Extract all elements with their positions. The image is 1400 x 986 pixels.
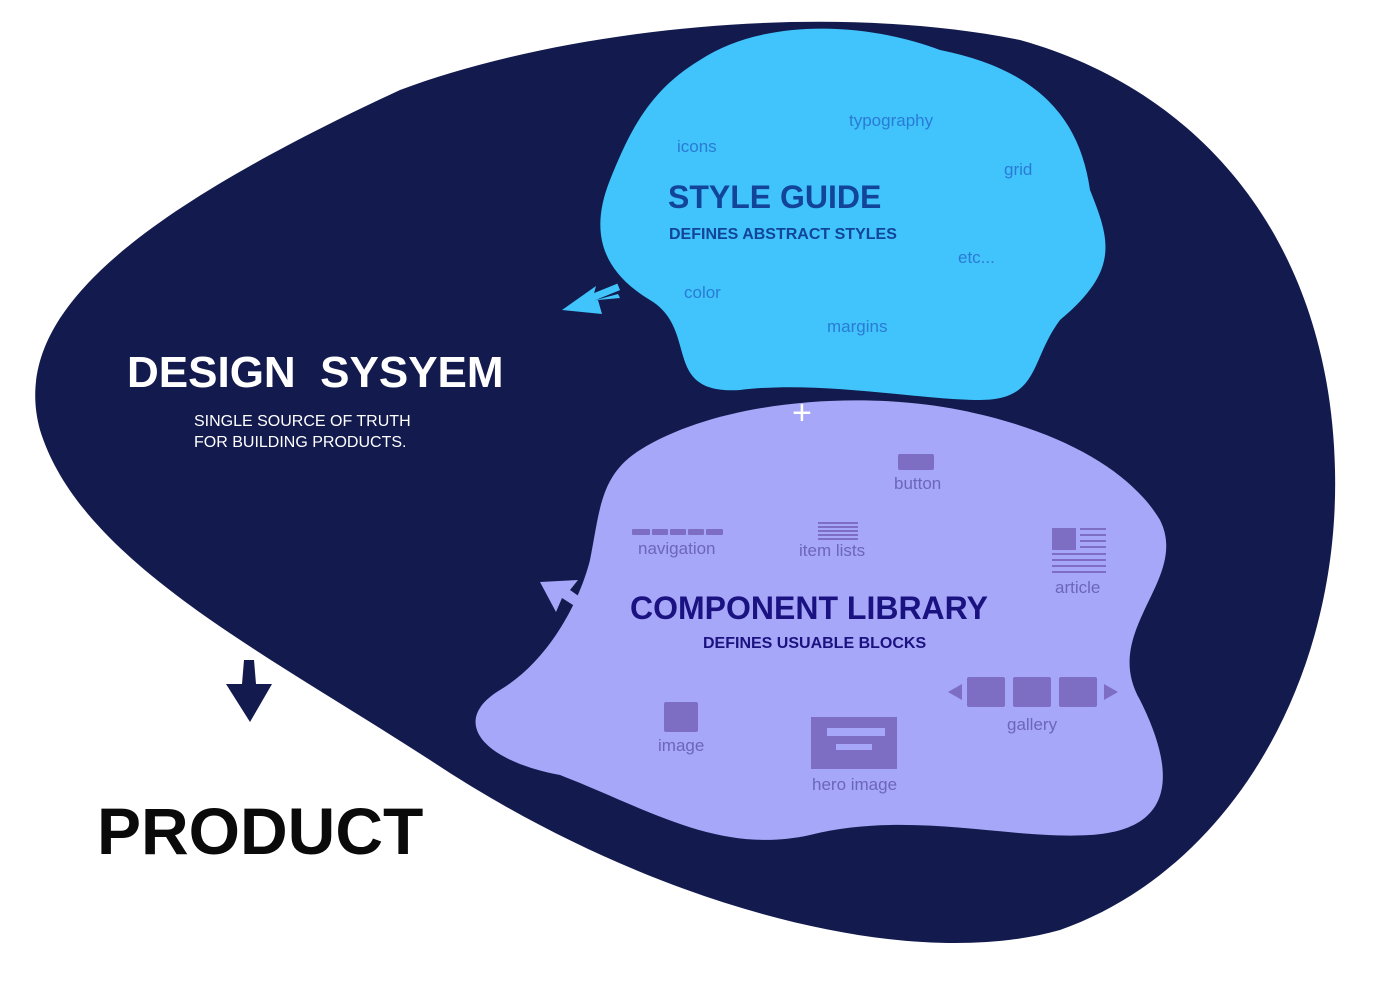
arrow-icon bbox=[562, 283, 621, 314]
design-system-title: DESIGN SYSYEM bbox=[127, 348, 504, 397]
arrow-icon bbox=[540, 580, 590, 612]
navigation-icon bbox=[632, 529, 723, 535]
style-guide-subtitle: DEFINES ABSTRACT STYLES bbox=[669, 226, 897, 243]
style-guide-word: icons bbox=[677, 137, 717, 156]
component-item-label: article bbox=[1055, 578, 1100, 597]
plus-sign: + bbox=[792, 394, 812, 432]
image-icon bbox=[664, 702, 698, 732]
hero-image-icon bbox=[811, 717, 897, 769]
component-item-label: item lists bbox=[799, 541, 865, 560]
style-guide-word: color bbox=[684, 283, 721, 302]
component-library-subtitle: DEFINES USUABLE BLOCKS bbox=[703, 635, 926, 652]
component-item-label: hero image bbox=[812, 775, 897, 794]
component-item-label: image bbox=[658, 736, 704, 755]
style-guide-word: typography bbox=[849, 111, 934, 130]
style-guide-word: grid bbox=[1004, 160, 1032, 179]
style-guide-blob bbox=[600, 28, 1106, 401]
item-lists-icon bbox=[818, 522, 858, 540]
design-system-subtitle-line1: SINGLE SOURCE OF TRUTH bbox=[194, 413, 411, 430]
component-item-label: navigation bbox=[638, 539, 716, 558]
component-library-title: COMPONENT LIBRARY bbox=[630, 590, 988, 626]
component-library-blob bbox=[475, 400, 1167, 840]
button-icon bbox=[898, 454, 934, 470]
component-item-label: gallery bbox=[1007, 715, 1058, 734]
product-label: PRODUCT bbox=[97, 794, 423, 868]
component-item-label: button bbox=[894, 474, 941, 493]
style-guide-title: STYLE GUIDE bbox=[668, 179, 881, 215]
design-system-subtitle-line2: FOR BUILDING PRODUCTS. bbox=[194, 434, 406, 451]
arrow-icon bbox=[226, 660, 272, 722]
article-icon bbox=[1052, 528, 1106, 573]
gallery-icon bbox=[948, 677, 1118, 707]
style-guide-word: etc... bbox=[958, 248, 995, 267]
style-guide-word: margins bbox=[827, 317, 887, 336]
